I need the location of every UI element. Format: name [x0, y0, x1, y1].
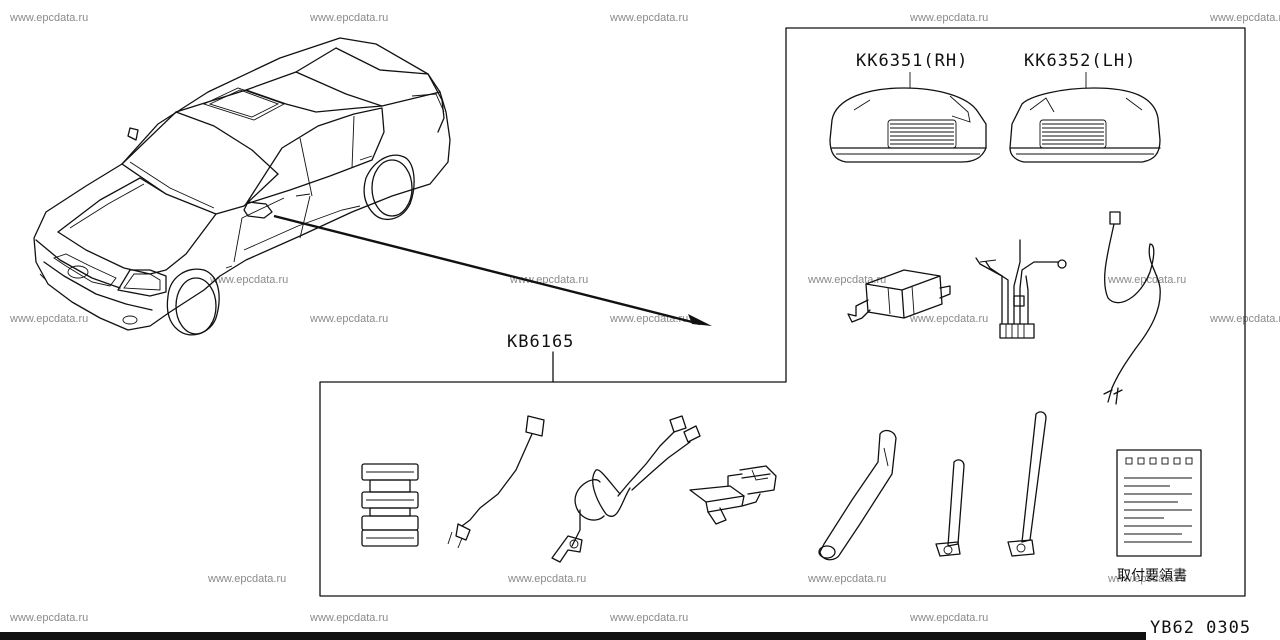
cable-tie-long	[1007, 411, 1047, 557]
watermark: www.epcdata.ru	[609, 612, 688, 624]
harness-connector	[975, 239, 1067, 339]
mirror-cover-lh	[1009, 72, 1161, 163]
label-kit: KB6165	[507, 332, 574, 352]
watermark: www.epcdata.ru	[309, 12, 388, 24]
cable-tie-small	[935, 459, 965, 557]
kit-outline	[319, 27, 1246, 597]
reference-code: YB62 0305	[1150, 618, 1251, 638]
twin-wire-harness	[551, 415, 701, 563]
leader-arrow	[273, 214, 712, 326]
wire-with-tab	[447, 415, 545, 549]
car-illustration	[33, 37, 451, 336]
watermark: www.epcdata.ru	[909, 313, 988, 325]
watermark: www.epcdata.ru	[909, 612, 988, 624]
watermark: www.epcdata.ru	[807, 274, 886, 286]
label-instructions: 取付要領書	[1117, 567, 1187, 584]
watermark: www.epcdata.ru	[9, 313, 88, 325]
watermark: www.epcdata.ru	[209, 274, 288, 286]
label-mirror-lh: KK6352(LH)	[1024, 51, 1136, 71]
watermark: www.epcdata.ru	[509, 274, 588, 286]
adhesive-pad-stack	[361, 463, 419, 547]
watermark: www.epcdata.ru	[909, 12, 988, 24]
watermark: www.epcdata.ru	[207, 573, 286, 585]
bottom-bar	[0, 632, 1280, 640]
watermark: www.epcdata.ru	[309, 612, 388, 624]
watermark: www.epcdata.ru	[9, 612, 88, 624]
watermark: www.epcdata.ru	[1209, 12, 1280, 24]
instruction-sheet-icon	[1116, 449, 1202, 557]
watermark: www.epcdata.ru	[309, 313, 388, 325]
watermark: www.epcdata.ru	[507, 573, 586, 585]
label-mirror-rh: KK6351(RH)	[856, 51, 968, 71]
control-module	[847, 269, 951, 323]
mounting-clip	[689, 465, 777, 525]
watermark-layer: www.epcdata.ru www.epcdata.ru www.epcdat…	[9, 12, 1280, 624]
cable-with-plug	[1103, 211, 1161, 405]
grommet-hose	[818, 429, 897, 561]
watermark: www.epcdata.ru	[9, 12, 88, 24]
watermark: www.epcdata.ru	[609, 12, 688, 24]
mirror-cover-rh	[829, 72, 987, 163]
watermark: www.epcdata.ru	[807, 573, 886, 585]
ref-code-background	[1146, 614, 1280, 640]
watermark: www.epcdata.ru	[1107, 573, 1186, 585]
